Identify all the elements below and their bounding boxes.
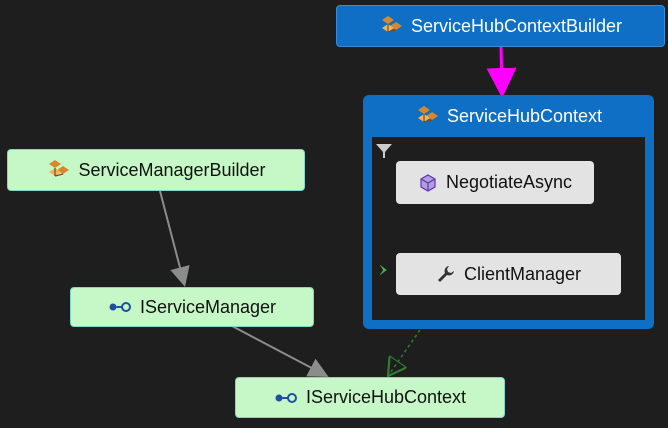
chevron-right-icon[interactable]	[376, 261, 394, 279]
class-icon	[417, 105, 439, 123]
member-label: ClientManager	[463, 263, 582, 284]
node-service-hub-context[interactable]: ServiceHubContext NegotiateAsync ClientM…	[363, 95, 654, 329]
interface-icon	[108, 302, 131, 312]
node-label: ServiceHubContext	[446, 105, 603, 126]
method-cube-icon	[420, 173, 436, 192]
node-i-service-manager[interactable]: IServiceManager	[70, 287, 314, 327]
member-client-manager[interactable]: ClientManager	[396, 253, 621, 295]
class-icon	[48, 159, 71, 177]
group-members-area: NegotiateAsync ClientManager	[372, 137, 645, 320]
node-label: IServiceManager	[139, 296, 277, 317]
class-icon	[381, 15, 403, 33]
filter-icon[interactable]	[374, 141, 394, 161]
edge-managerbuilder-to-iservicemanager	[159, 190, 190, 287]
interface-icon	[274, 392, 297, 403]
wrench-property-icon	[437, 266, 454, 282]
node-label: ServiceHubContextBuilder	[410, 15, 623, 36]
member-negotiate-async[interactable]: NegotiateAsync	[396, 161, 594, 204]
node-i-service-hub-context[interactable]: IServiceHubContext	[235, 377, 505, 418]
node-service-manager-builder[interactable]: ServiceManagerBuilder	[7, 149, 305, 191]
edge-iservicemanager-to-iservicehubcontext	[231, 325, 329, 377]
member-label: NegotiateAsync	[445, 172, 573, 192]
node-label: ServiceManagerBuilder	[78, 159, 266, 180]
edge-builder-to-hubcontext	[486, 46, 517, 98]
edge-hubcontext-implements-interface	[388, 329, 421, 376]
node-service-hub-context-builder[interactable]: ServiceHubContextBuilder	[336, 5, 665, 47]
group-header: ServiceHubContext	[363, 95, 654, 137]
node-label: IServiceHubContext	[305, 387, 467, 407]
